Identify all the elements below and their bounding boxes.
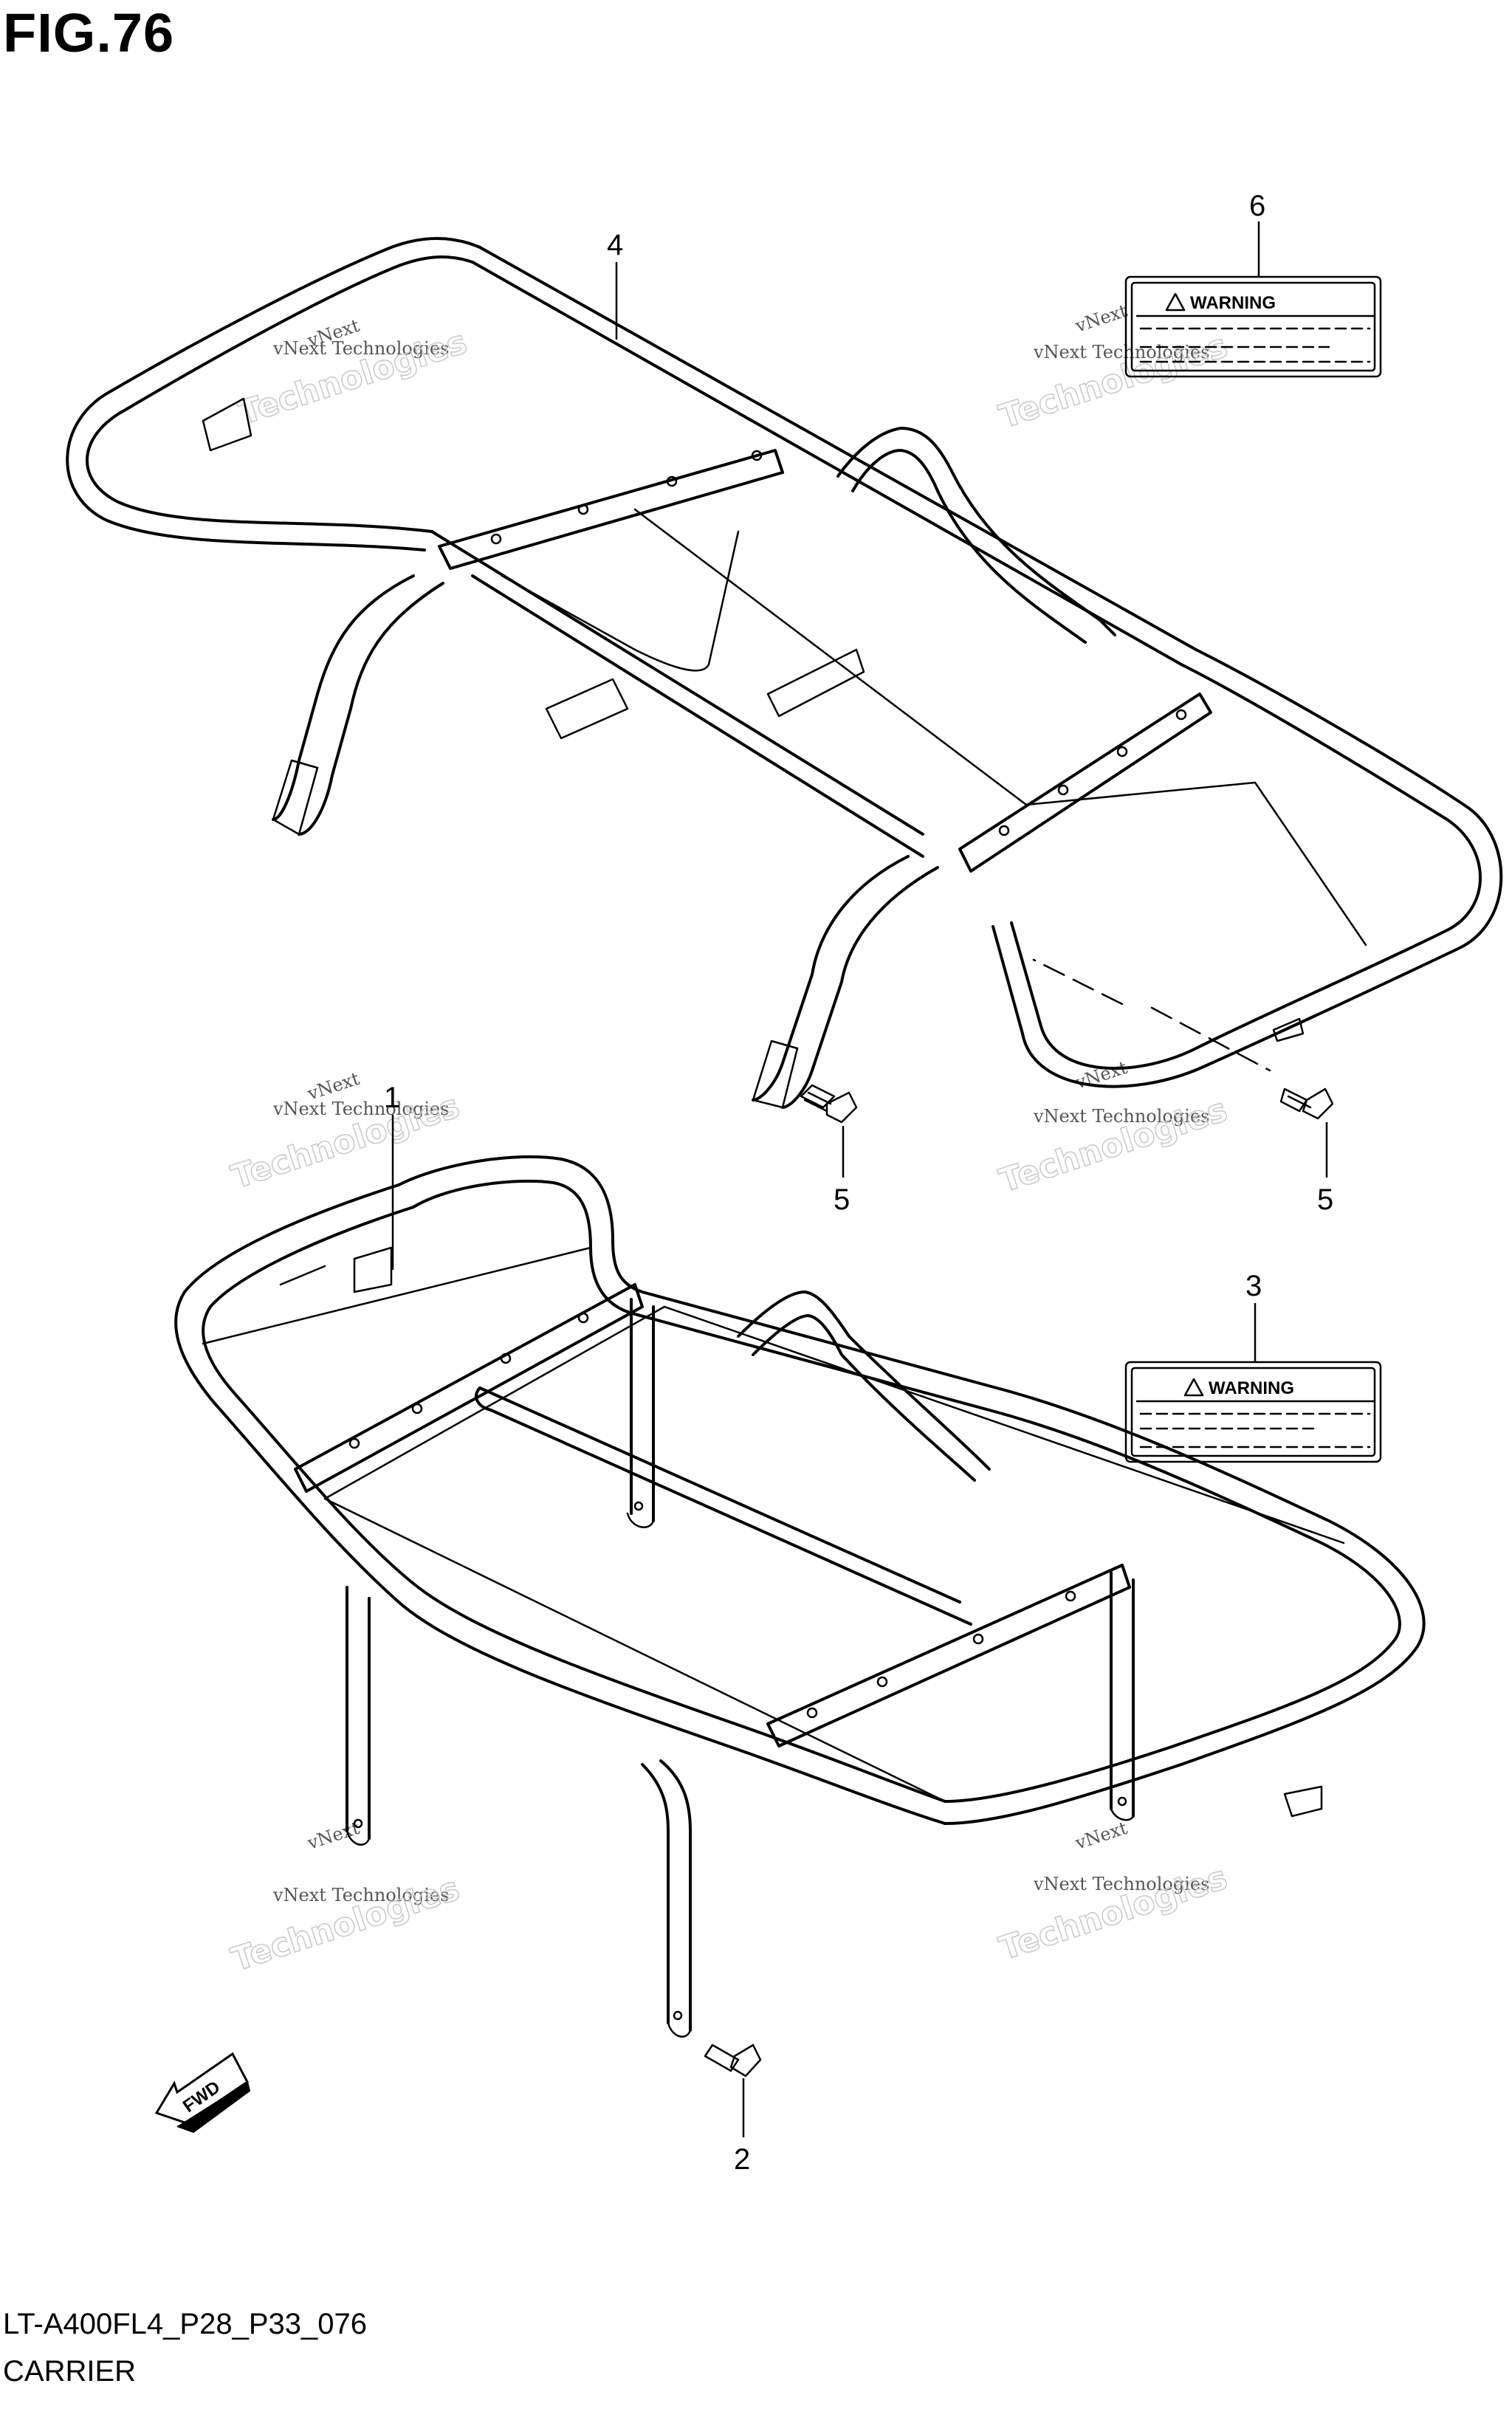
svg-text:3: 3: [1245, 1270, 1262, 1302]
svg-text:vNext: vNext: [1072, 300, 1130, 337]
svg-text:WARNING: WARNING: [1190, 293, 1276, 313]
svg-text:5: 5: [834, 1183, 850, 1216]
warning-label-6: WARNING: [1124, 275, 1382, 378]
bolt-5-left: [800, 1084, 858, 1124]
watermark-4: vNext vNext Technologies Technologies: [994, 1057, 1232, 1200]
callout-5-right: 5: [1317, 1122, 1333, 1216]
callout-1: 1: [384, 1082, 400, 1270]
svg-text:vNext: vNext: [1072, 1818, 1130, 1854]
svg-text:vNext Technologies: vNext Technologies: [272, 1885, 449, 1905]
svg-text:4: 4: [607, 229, 623, 261]
callout-2: 2: [734, 2078, 750, 2176]
bolt-5-right: [1279, 1087, 1334, 1120]
figure-name: CARRIER: [3, 2355, 137, 2388]
rear-carrier-frame: [66, 237, 1503, 1109]
watermark-6: vNext vNext Technologies Technologies: [994, 1818, 1232, 1968]
callout-6: 6: [1249, 190, 1265, 277]
warning-label-3: WARNING: [1124, 1361, 1382, 1463]
svg-text:WARNING: WARNING: [1209, 1378, 1294, 1398]
svg-text:vNext Technologies: vNext Technologies: [1033, 1874, 1209, 1894]
figure-code: LT-A400FL4_P28_P33_076: [3, 2308, 367, 2340]
callout-4: 4: [607, 229, 623, 340]
svg-text:vNext Technologies: vNext Technologies: [272, 1099, 449, 1119]
fwd-arrow-icon: FWD: [154, 2052, 251, 2134]
svg-text:vNext Technologies: vNext Technologies: [1033, 342, 1209, 362]
svg-text:5: 5: [1317, 1183, 1333, 1216]
svg-text:1: 1: [384, 1082, 400, 1114]
svg-text:vNext Technologies: vNext Technologies: [272, 338, 449, 359]
watermark-1: vNext vNext Technologies Technologies: [234, 315, 472, 433]
watermark-2: vNext vNext Technologies Technologies: [994, 300, 1232, 436]
callout-3: 3: [1245, 1270, 1262, 1362]
front-carrier-frame: [174, 1155, 1426, 2038]
bolt-2: [704, 2044, 762, 2077]
svg-text:6: 6: [1249, 190, 1265, 222]
watermark-5: vNext vNext Technologies Technologies: [227, 1818, 464, 1979]
callout-5-left: 5: [834, 1126, 850, 1216]
svg-text:vNext Technologies: vNext Technologies: [1033, 1106, 1209, 1127]
watermark-3: vNext vNext Technologies Technologies: [227, 1068, 464, 1197]
svg-text:2: 2: [734, 2143, 750, 2176]
figure-title: FIG.76: [3, 2, 175, 63]
